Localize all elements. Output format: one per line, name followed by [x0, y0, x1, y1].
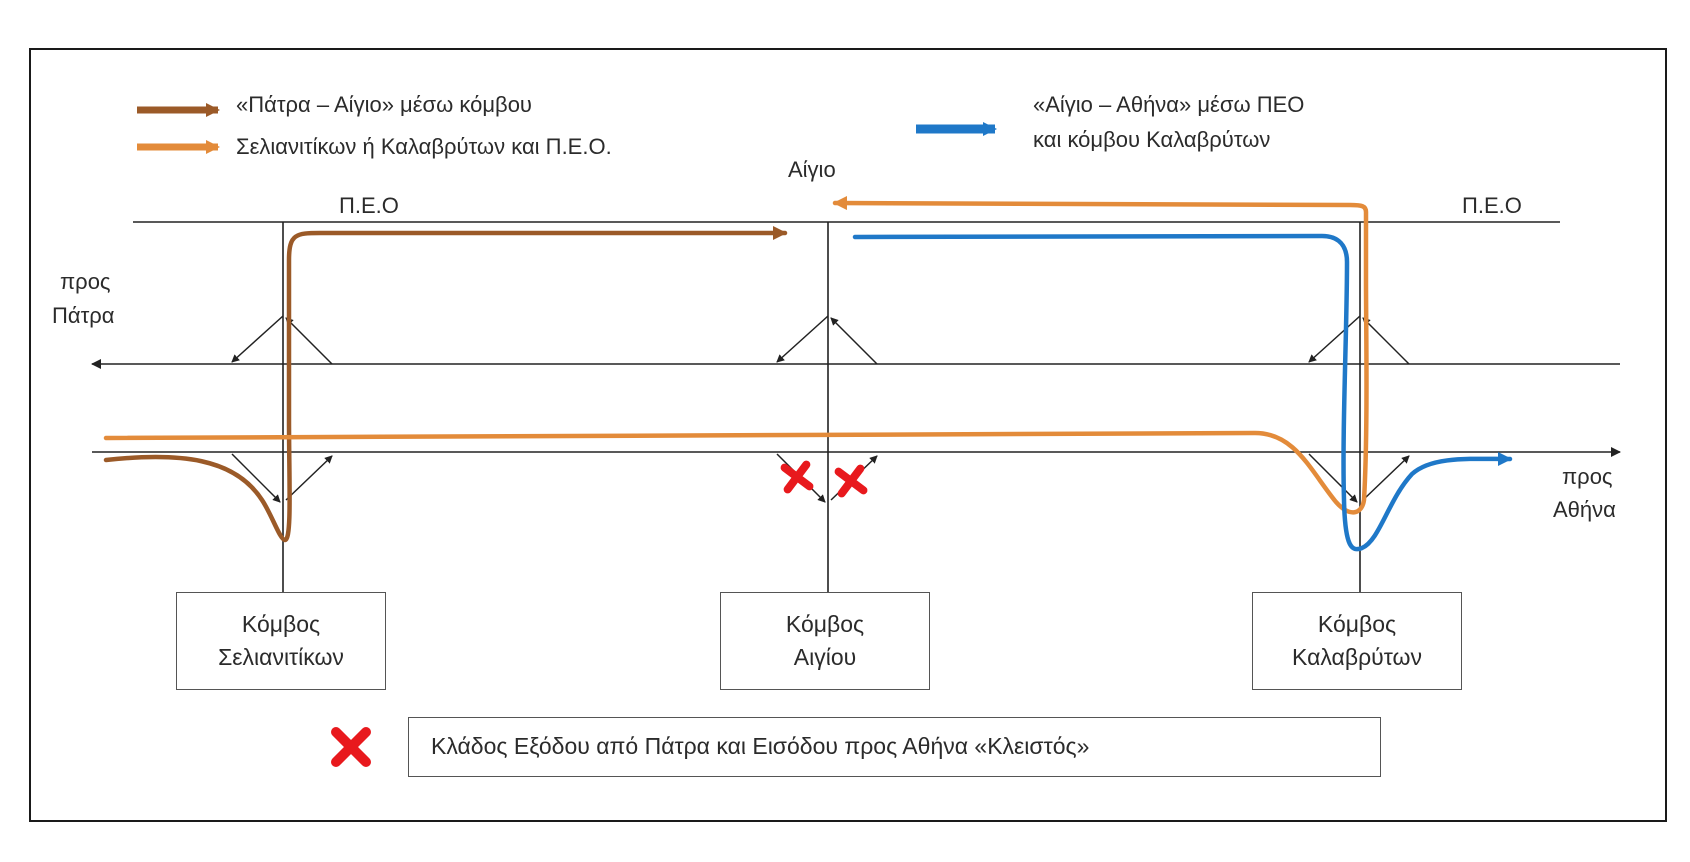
route-orange-patra-aigio [103, 196, 1369, 515]
label-to-athina-2: Αθήνα [1553, 497, 1616, 522]
node-box-line1: Κόμβος [785, 611, 865, 637]
node-box-line2: Καλαβρύτων [1292, 644, 1422, 670]
route-blue-aigio-athina [852, 233, 1513, 552]
closed-ramp-note: Κλάδος Εξόδου από Πάτρα και Εισόδου προς… [408, 717, 1381, 777]
roads [91, 221, 1621, 592]
node-box-line1: Κόμβος [241, 611, 321, 637]
node-box-kalavryta: Κόμβος Καλαβρύτων [1252, 592, 1462, 690]
label-peo-right: Π.Ε.Ο [1462, 193, 1522, 218]
routes [103, 196, 1513, 552]
label-aigio: Αίγιο [788, 157, 836, 182]
node-box-line2: Σελιανιτίκων [218, 644, 344, 670]
node-box-selianitika: Κόμβος Σελιανιτίκων [176, 592, 386, 690]
node-box-line2: Αιγίου [793, 644, 857, 670]
legend-blue-text-1: «Αίγιο – Αθήνα» μέσω ΠΕΟ [1033, 92, 1305, 117]
diagram-frame [29, 48, 1667, 822]
interchange-ramps [231, 315, 1410, 503]
label-to-athina-1: προς [1562, 464, 1613, 489]
label-peo-left: Π.Ε.Ο [339, 193, 399, 218]
node-box-line1: Κόμβος [1317, 611, 1397, 637]
closed-mark-exit-from-patra [780, 460, 814, 494]
closed-mark-entry-to-athina [834, 464, 868, 498]
closed-ramp-markers [331, 460, 868, 767]
legend-brown-text-1: «Πάτρα – Αίγιο» μέσω κόμβου [236, 92, 532, 117]
route-brown-patra-aigio [103, 226, 788, 543]
legend-blue-text-2: και κόμβου Καλαβρύτων [1033, 127, 1271, 152]
legend-brown-text-2: Σελιανιτίκων ή Καλαβρύτων και Π.Ε.Ο. [236, 134, 612, 159]
closed-legend-mark [331, 727, 371, 767]
label-to-patra-2: Πάτρα [52, 303, 115, 328]
node-box-aigio: Κόμβος Αιγίου [720, 592, 930, 690]
label-to-patra-1: προς [60, 269, 111, 294]
legend-arrows [137, 103, 997, 154]
